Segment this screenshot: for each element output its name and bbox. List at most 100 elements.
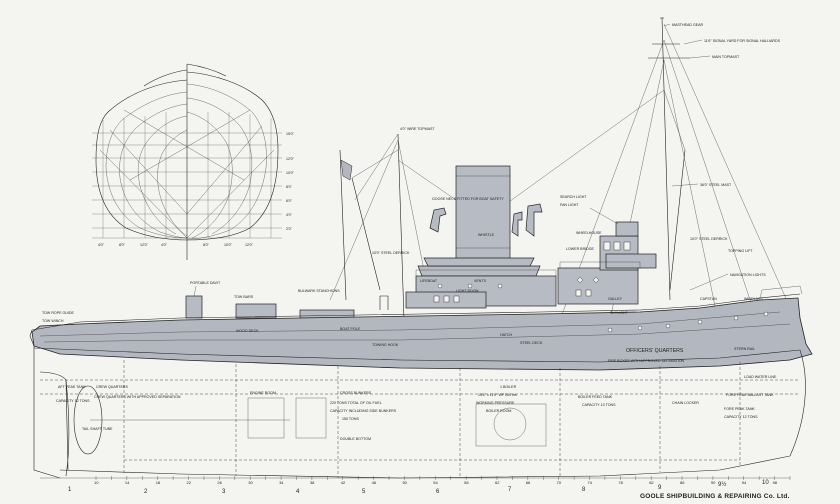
label-capacity-feed: CAPACITY 13 TONS [582, 403, 616, 407]
label-windlass: WINDLASS [744, 297, 763, 301]
frame-number: 5 [362, 489, 366, 495]
label-lower-bridge: LOWER BRIDGE [566, 247, 595, 251]
label-capacity-a: CAPACITY 12 TONS [56, 399, 90, 403]
label-portable-davit: PORTABLE DAVIT [190, 281, 221, 285]
annotations: MASTHEAD GEAR 11'6" SIGNAL YARD FOR SIGN… [42, 23, 781, 441]
bt-label: 12'0" [245, 243, 254, 247]
label-tail-shaft: TAIL SHAFT TUBE [82, 427, 113, 431]
label-boiler-room: BOILER ROOM [486, 409, 511, 413]
label-navigation-lights: NAVIGATION LIGHTS [730, 273, 766, 277]
frame-number: 4 [296, 489, 300, 495]
shipyard-name: GOOLE SHIPBUILDING & REPAIRING Co. Ltd. [640, 493, 790, 500]
wl-label: 2'0" [286, 227, 293, 231]
label-chain-locker: CHAIN LOCKER [672, 401, 699, 405]
frame-number-small: 74 [588, 480, 593, 485]
frame-number-small: 86 [680, 480, 685, 485]
label-mainmast: 36'0" STEEL MAST [700, 183, 732, 187]
label-capacity-b: CAPACITY 12 TONS [724, 415, 758, 419]
frame-number-small: 82 [649, 480, 654, 485]
frame-number-small: 14 [125, 480, 130, 485]
label-funnel-note: GOOSE NECK FITTED FOR BOAT SAFETY [432, 197, 504, 201]
bt-label: 8'0" [119, 243, 126, 247]
hull-profile [29, 285, 813, 371]
label-light-boom: LIGHT BOOM [456, 289, 479, 293]
frame-number-small: 90 [711, 480, 716, 485]
label-boiler-size: 15'6" x 11'0" WP 200 lbs [478, 393, 517, 397]
frame-number: 3 [222, 489, 226, 495]
frame-number: 1 [68, 487, 72, 493]
superstructure [185, 165, 757, 321]
label-bunker-note2: CAPACITY INCLUDING SIDE BUNKERS [330, 409, 397, 413]
label-signal-yard: 11'6" SIGNAL YARD FOR SIGNAL HALLIARDS [704, 39, 781, 43]
label-double-bottom: DOUBLE BOTTOM [340, 437, 371, 441]
label-tow-bars: TOW BARS [234, 295, 254, 299]
label-boat-pole: BOAT POLE [340, 327, 361, 331]
label-bunker-note3: 150 TONS [342, 417, 359, 421]
label-crew-quarters: CREW QUARTERS [96, 385, 128, 389]
label-galley: GALLEY [608, 297, 623, 301]
label-engine-room: ENGINE ROOM [250, 391, 276, 395]
frame-number: 8 [582, 487, 586, 493]
frame-number: 10 [762, 480, 769, 486]
frame-number-small: 38 [310, 480, 315, 485]
bt-label: 4'0" [161, 243, 168, 247]
label-boiler: 1 BOILER [500, 385, 517, 389]
frame-number: 7 [508, 487, 512, 493]
label-tow-winch: TOW WINCH [42, 319, 64, 323]
label-tow-rope-guide: TOW ROPE GUIDE [42, 311, 74, 315]
wl-label: 4'0" [286, 213, 293, 217]
underwater-hull [33, 346, 806, 479]
vent [525, 203, 543, 237]
label-search-light: SEARCH LIGHT [560, 195, 587, 199]
frame-number: 6 [436, 489, 440, 495]
frame-numbers-main: 1 2 3 4 5 6 7 8 9 9½ 10 [68, 480, 769, 495]
frame-number-small: 26 [217, 480, 222, 485]
label-fore-peak-tank: FORE PEAK TANK [724, 407, 755, 411]
frame-number: 9½ [718, 481, 726, 488]
lifeboat [423, 257, 535, 267]
frame-number-small: 10 [94, 480, 99, 485]
label-bulwark: BULWARK STANCHIONS [298, 289, 340, 293]
frame-number-small: 98 [773, 480, 778, 485]
label-skylight: SKYLIGHT [610, 311, 629, 315]
wl-label: 6'0" [286, 199, 293, 203]
label-derrick: 10'0" STEEL DERRICK [690, 237, 728, 241]
funnel [455, 165, 511, 263]
bt-label: 10'0" [224, 243, 233, 247]
frame-number-small: 78 [618, 480, 623, 485]
frame-number-small: 58 [464, 480, 469, 485]
label-capstan: CAPSTAN [700, 297, 717, 301]
lifeboat [417, 265, 541, 277]
label-wire-topmast: 4'0" WIRE TOPMAST [400, 127, 435, 131]
label-bunker-note: 220 TONS TOTAL OF OIL FUEL [330, 401, 382, 405]
frame-number-small: 22 [187, 480, 192, 485]
frame-number-small: 42 [341, 480, 346, 485]
wl-label: 8'0" [286, 185, 293, 189]
label-steel-derrick: 10'0" STEEL DERRICK [372, 251, 410, 255]
label-cross-bunkers: CROSS BUNKERS [340, 391, 372, 395]
label-topping-lift: TOPPING LIFT [728, 249, 753, 253]
label-fan-light: FAN LIGHT [560, 203, 579, 207]
label-masthead-gear: MASTHEAD GEAR [672, 23, 704, 27]
label-lifeboat: LIFEBOAT [420, 279, 438, 283]
wl-label: 12'0" [286, 157, 295, 161]
vent [511, 211, 523, 237]
frame-number: 9 [658, 485, 662, 491]
label-main-topmast: MAIN TOPMAST [712, 55, 740, 59]
body-plan-waterline-labels: 15'0" 12'0" 10'0" 8'0" 6'0" 4'0" 2'0" [286, 132, 295, 231]
label-load-waterline: LOAD WATER LINE [744, 375, 777, 379]
frame-number-small: 70 [557, 480, 562, 485]
frame-number-small: 54 [433, 480, 438, 485]
hull [31, 297, 813, 371]
frame-number-small: 34 [279, 480, 284, 485]
frame-number-small: 50 [402, 480, 407, 485]
wl-label: 10'0" [286, 171, 295, 175]
label-aft-peak: AFT PEAK TANK [58, 385, 86, 389]
frame-number-small: 46 [372, 480, 377, 485]
label-wood-deck: WOOD DECK [236, 329, 259, 333]
bt-label: 8'0" [203, 243, 210, 247]
label-working-pressure: WORKING PRESSURE [476, 401, 515, 405]
